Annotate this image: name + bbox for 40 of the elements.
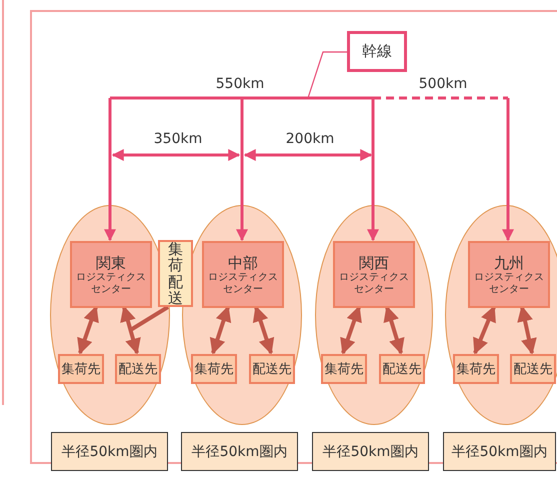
trunk-line-arrow [110, 96, 248, 242]
arrow [77, 306, 99, 354]
leader-line [129, 305, 170, 332]
dimension-label: 550km [216, 76, 264, 92]
destination-box: 配送先 [510, 354, 556, 384]
node-text: 集荷配送 [168, 240, 183, 306]
arrow [340, 306, 362, 354]
destination-box: 配送先 [115, 354, 161, 384]
destination-box: 集荷先 [191, 354, 237, 384]
destination-box: 集荷先 [453, 354, 499, 384]
logistics-center-box [70, 241, 152, 308]
node-text: ロジスティクスセンター [473, 272, 545, 296]
leader-line [307, 51, 347, 98]
callout-box: 幹線 [347, 31, 407, 72]
dimension-label: 200km [286, 131, 334, 147]
trunk-line-arrow [373, 96, 514, 242]
arrow [473, 306, 496, 354]
destination-box: 配送先 [379, 354, 425, 384]
radius-label-box: 半径50km圏内 [51, 432, 168, 471]
trunk-line-arrow [242, 96, 379, 242]
node-heading: 関東 [96, 254, 126, 272]
destination-box: 集荷先 [321, 354, 367, 384]
node-text: ロジスティクスセンター [338, 272, 410, 296]
node-heading: 中部 [228, 254, 258, 272]
node-text: ロジスティクスセンター [75, 272, 147, 296]
logistics-center-box [202, 241, 284, 308]
dimension-label: 500km [418, 76, 468, 92]
trunk-line-arrow [104, 96, 116, 242]
destination-box: 集荷先 [58, 354, 104, 384]
callout-box [158, 240, 193, 307]
radius-label-box: 半径50km圏内 [181, 432, 298, 471]
logistics-center-box [333, 241, 415, 308]
logistics-center-box [468, 241, 550, 308]
radius-label-box: 半径50km圏内 [443, 432, 556, 471]
destination-box: 配送先 [249, 354, 295, 384]
node-heading: 関西 [359, 254, 389, 272]
dimension-label: 350km [154, 131, 202, 147]
node-text: ロジスティクスセンター [207, 272, 279, 296]
radius-label-box: 半径50km圏内 [312, 432, 429, 471]
node-heading: 九州 [494, 254, 524, 272]
